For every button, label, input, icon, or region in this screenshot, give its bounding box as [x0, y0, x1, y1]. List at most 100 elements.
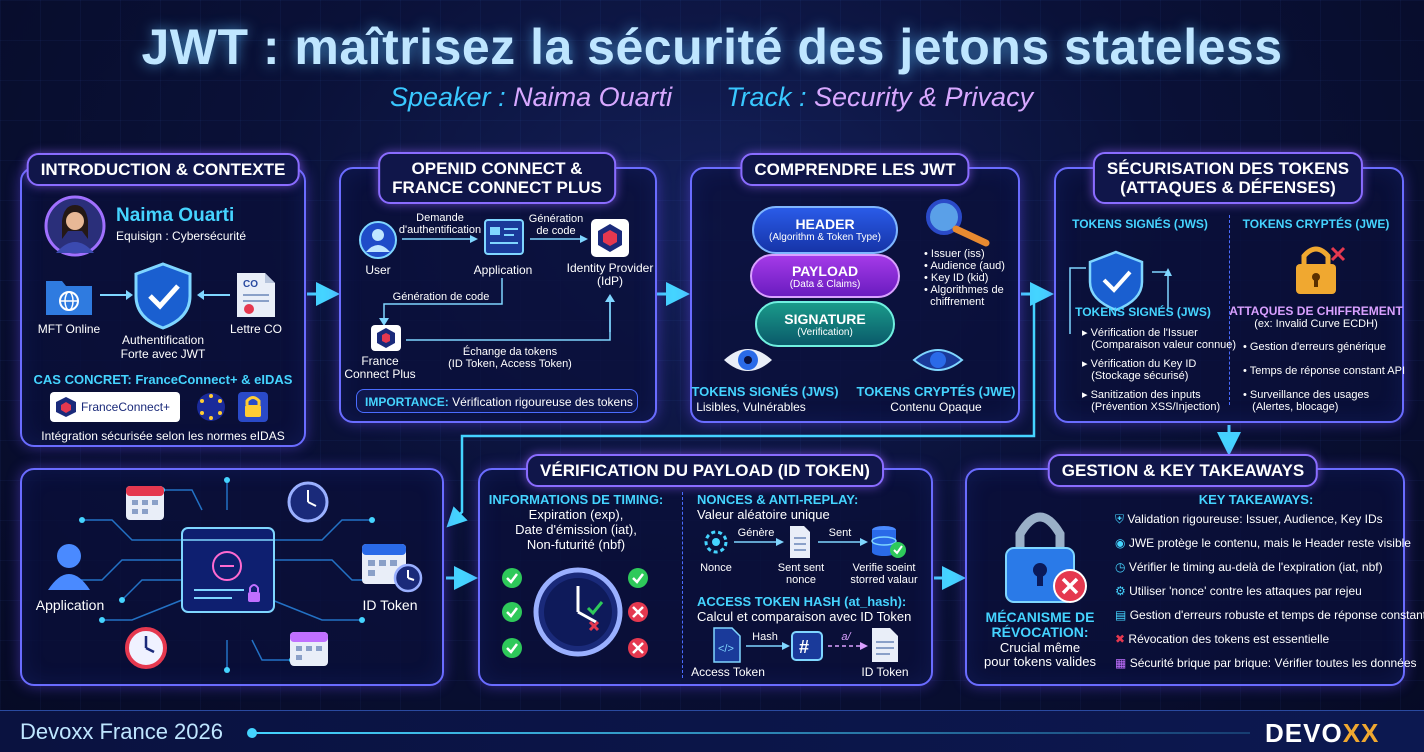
jwt-jws-sub: Lisibles, Vulnérables: [696, 400, 806, 414]
jwe-item-2: • Temps de réponse constant API: [1243, 365, 1406, 377]
takeaway-item-4: ⚙ Utiliser 'nonce' contre les attaques p…: [1115, 584, 1362, 598]
takeaway-item-6: ✖ Révocation des tokens est essentielle: [1115, 632, 1330, 646]
speaker-name: Naima Ouarti: [116, 205, 235, 226]
arrow-fcp-idp: [406, 302, 611, 341]
track-key: Track :: [726, 82, 807, 112]
jwe-item-3: • Surveillance des usages (Alertes, bloc…: [1243, 389, 1370, 413]
importance-box: IMPORTANCE: Vérification rigoureuse des …: [356, 389, 638, 413]
flow-id-token-label: ID Token: [362, 597, 418, 613]
timing-list: Expiration (exp),Date d'émission (iat),N…: [515, 507, 637, 552]
arrow-right-icon: [100, 290, 133, 300]
jws-item-1: ▸ Vérification de l'Issuer (Comparaison …: [1082, 327, 1237, 351]
eye-icon: ◉: [1115, 536, 1126, 550]
svg-text:#: #: [799, 637, 809, 657]
jwt-jwe-sub: Contenu Opaque: [890, 400, 982, 414]
nonce-label: Nonce: [700, 562, 732, 574]
avatar-icon: [44, 195, 106, 257]
fc-emblem-icon: [56, 397, 76, 417]
id-token-calendar-icon: [362, 544, 423, 593]
timing-clock-icon: [502, 567, 648, 658]
application-user-icon: [48, 544, 90, 590]
franceconnect-logo: FranceConnect+: [50, 392, 180, 422]
shield-check-icon: [134, 262, 192, 330]
document-co-icon: CO: [237, 273, 275, 317]
hash-sub: Calcul et comparaison avec ID Token: [697, 609, 912, 624]
takeaway-item-2: ◉ JWE protège le contenu, mais le Header…: [1115, 536, 1411, 550]
jwt-jws-label: TOKENS SIGNÉS (JWS): [691, 384, 839, 399]
cas-concret: CAS CONCRET: FranceConnect+ & eIDAS: [33, 372, 293, 387]
user-label: User: [365, 263, 391, 277]
takeaway-item-3: ◷ Vérifier le timing au-delà de l'expira…: [1115, 560, 1383, 574]
hash-title: ACCESS TOKEN HASH (at_hash):: [697, 594, 907, 609]
bricks-icon: ▦: [1115, 656, 1127, 670]
hash-label: Hash: [752, 631, 778, 643]
hash-flow-icons: </> #: [713, 627, 898, 663]
magnifier-icon: [926, 199, 990, 247]
gen-code-label: Génération de code: [392, 291, 490, 303]
clock-icon-bottom: [125, 627, 167, 669]
calendar-icon-top: [126, 486, 164, 520]
genere-label: Génère: [737, 527, 775, 539]
flow-application-label: Application: [35, 597, 105, 613]
speaker-line: Speaker : Naima Ouarti: [390, 82, 672, 113]
hash-glyph: a/: [841, 631, 851, 643]
shield-icon: ⛨: [1115, 512, 1125, 526]
eu-stars-icon: [197, 393, 225, 421]
integration-label: Intégration sécurisée selon les normes e…: [41, 429, 285, 443]
jws-item-2: ▸ Vérification du Key ID (Stockage sécur…: [1082, 358, 1197, 382]
arrow-left-icon: [197, 290, 230, 300]
openid-panel: [339, 167, 657, 423]
verif-divider: [682, 492, 683, 678]
broken-lock-icon: [1296, 246, 1346, 294]
padlock-icon: [238, 392, 268, 422]
jwt-signature-pill: SIGNATURE (Verification): [755, 301, 895, 347]
intro-title: INTRODUCTION & CONTEXTE: [26, 153, 300, 186]
svg-text:</>: </>: [718, 643, 734, 655]
tab-jwe: TOKENS CRYPTÉS (JWE): [1242, 217, 1390, 231]
eye-open-icon: [724, 349, 772, 371]
calendar-icon-bottom: [290, 632, 328, 666]
jwt-header-pill: HEADER (Algorithm & Token Type): [752, 206, 898, 254]
footer-line: [250, 732, 1250, 734]
track-value: Security & Privacy: [814, 82, 1034, 112]
gestion-title: GESTION & KEY TAKEAWAYS: [1047, 454, 1319, 487]
speaker-key: Speaker :: [390, 82, 506, 112]
clock-icon-top: [287, 481, 329, 523]
co-tag: CO: [243, 279, 258, 290]
secu-title: SÉCURISATION DES TOKENS(ATTAQUES & DÉFEN…: [1092, 152, 1364, 204]
arrow-secu-flow: [446, 300, 1036, 528]
speaker-role: Equisign : Cybersécurité: [116, 229, 247, 243]
verif-title: VÉRIFICATION DU PAYLOAD (ID TOKEN): [526, 454, 884, 487]
timing-title: INFORMATIONS DE TIMING:: [488, 492, 664, 507]
trash-icon: ✖: [1115, 632, 1126, 646]
user-icon: [359, 221, 397, 259]
nonce-flow-icons: [704, 526, 906, 558]
nonce-sub: Valeur aléatoire unique: [697, 507, 830, 522]
arrow-user-app: [402, 235, 478, 243]
secu-divider: [1229, 215, 1230, 405]
jws-cycle-icon: [1069, 250, 1172, 334]
eye-closed-icon: [912, 349, 964, 371]
speaker-value: Naima Ouarti: [513, 82, 673, 112]
application-window-icon: [484, 219, 524, 255]
jwt-payload-pill: PAYLOAD (Data & Claims): [750, 254, 900, 298]
jwt-jwe-label: TOKENS CRYPTÉS (JWE): [856, 384, 1016, 399]
importance-line: IMPORTANCE: Vérification rigoureuse des …: [365, 395, 633, 409]
devoxx-logo: DEVOXX: [1265, 718, 1380, 748]
footer-dot: [247, 728, 257, 738]
track-line: Track : Security & Privacy: [726, 82, 1033, 113]
echange-label: Échange da tokens(ID Token, Access Token…: [448, 346, 572, 370]
gear-icon: ⚙: [1115, 584, 1126, 598]
access-token-label: Access Token: [691, 665, 765, 679]
folder-globe-icon: [46, 281, 92, 315]
footer: [0, 710, 1424, 752]
jws-item-3: ▸ Sanitization des inputs (Prévention XS…: [1082, 389, 1221, 413]
jwt-title: COMPRENDRE LES JWT: [740, 153, 970, 186]
